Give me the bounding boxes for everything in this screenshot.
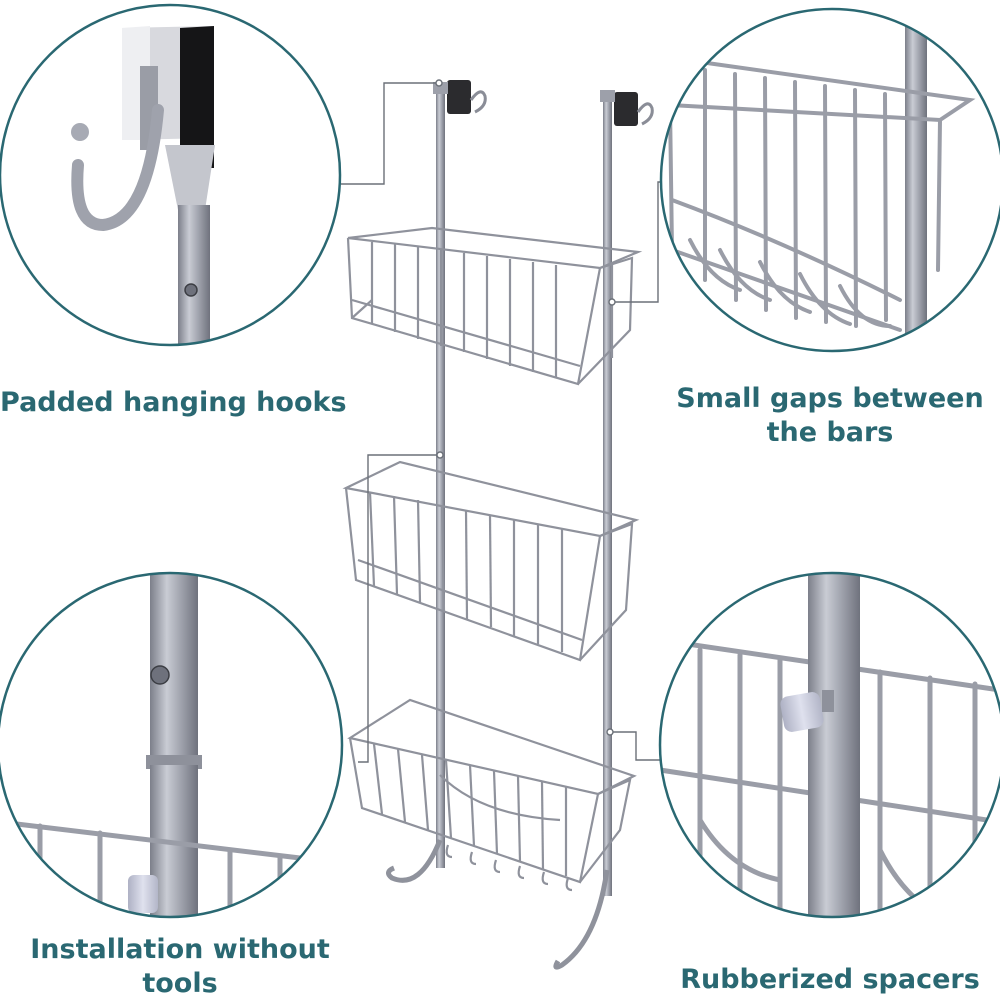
caption-text-line2: tools [142,968,218,999]
caption-text: Rubberized spacers [680,964,980,995]
tube-joint-closeup-icon [0,571,344,919]
caption-rubberized-spacers: Rubberized spacers [660,963,1000,997]
basket-bars-closeup-icon [659,7,1000,353]
upright-right [603,96,612,896]
basket-top [346,226,643,386]
padded-hook-closeup-icon [0,3,342,347]
caption-installation-without-tools: Installation without tools [15,933,345,1001]
connector-lines [341,79,660,763]
door-hook-right [614,92,654,126]
caption-text: Padded hanging hooks [0,387,347,418]
upright-left [436,88,445,868]
basket-bottom [347,698,637,892]
caption-text-line1: Small gaps between [676,383,984,414]
shower-caddy-product [342,80,654,970]
caption-text-line1: Installation without [30,934,330,965]
caption-small-gaps: Small gaps between the bars [660,382,1000,450]
caption-text-line2: the bars [766,417,894,448]
rubber-spacer-closeup-icon [658,571,1000,919]
basket-middle [342,460,640,662]
door-hook-left [447,80,487,114]
caption-padded-hanging-hooks: Padded hanging hooks [0,386,347,420]
